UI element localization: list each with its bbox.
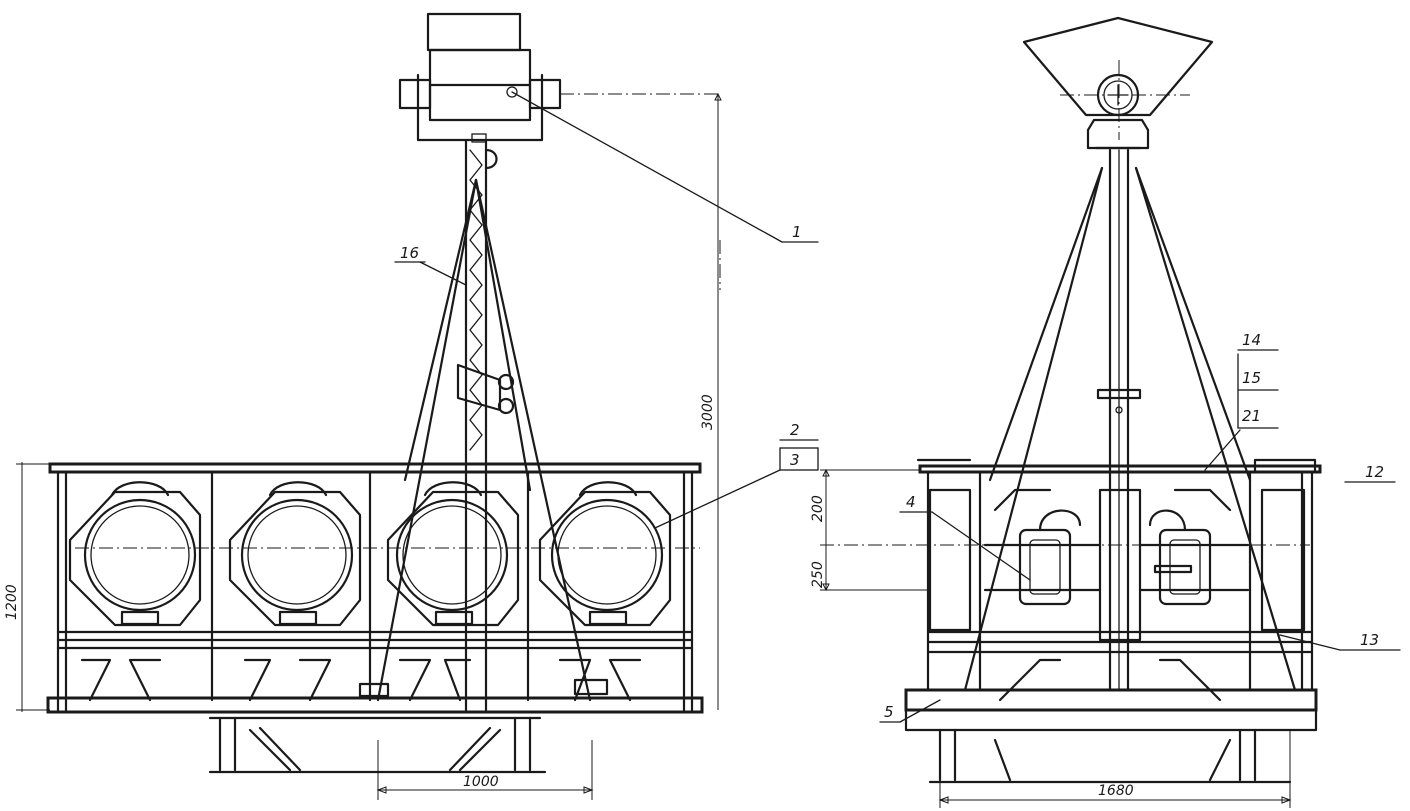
top-reflector: [1022, 16, 1214, 150]
callout-3: 3: [790, 451, 800, 469]
side-guy-ropes: [963, 166, 1297, 692]
leaders-side: [879, 349, 1401, 723]
callout-2: 2: [790, 421, 800, 439]
callout-13: 13: [1360, 631, 1379, 649]
dimension-lines-front: [16, 92, 722, 800]
callout-14: 14: [1242, 331, 1261, 349]
callout-21: 21: [1242, 407, 1261, 425]
side-frame: [916, 458, 1322, 702]
equipment-box-right: [1138, 509, 1250, 606]
side-view: 14 15 21 12 4 13 5 200 250 1680: [810, 16, 1401, 808]
callout-15: 15: [1242, 369, 1261, 387]
callout-12: 12: [1365, 463, 1384, 481]
callout-16: 16: [400, 244, 419, 262]
searchlight-1: [68, 481, 202, 627]
dimension-1680: 1680: [1098, 783, 1134, 799]
searchlight-3: [386, 481, 520, 627]
dimension-lines-side: [820, 468, 1292, 808]
callout-5: 5: [884, 703, 894, 721]
dimension-3000: 3000: [700, 394, 716, 430]
callout-1: 1: [792, 223, 802, 241]
dimension-200: 200: [810, 495, 826, 522]
equipment-box-left: [983, 509, 1102, 606]
front-frame: [46, 462, 704, 714]
searchlight-2: [228, 481, 362, 627]
dimension-250: 250: [810, 561, 826, 588]
leaders-front: [394, 91, 819, 529]
side-base: [904, 688, 1318, 784]
dimension-1000: 1000: [463, 774, 499, 790]
searchlight-4: [538, 481, 672, 627]
dimension-1200: 1200: [4, 584, 20, 620]
top-lamp-head: [398, 12, 562, 142]
front-view: 1 16 2 3 3000 1200 1000: [4, 12, 819, 800]
callout-4: 4: [906, 493, 916, 511]
side-mast: [1096, 148, 1142, 692]
guy-ropes: [376, 178, 592, 702]
